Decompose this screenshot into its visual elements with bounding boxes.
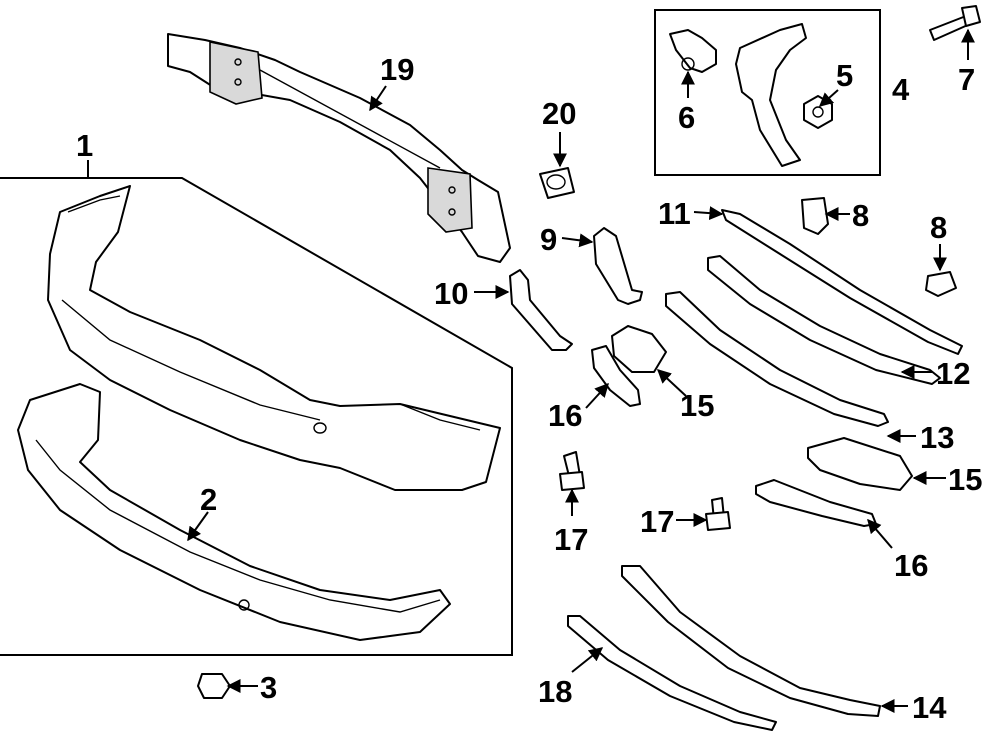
part-15-absorber-a <box>611 325 667 373</box>
part-16-bracket-a <box>591 345 641 407</box>
callout-18: 18 <box>538 674 572 709</box>
callout-12: 12 <box>936 356 970 391</box>
part-2-lower-valance <box>17 383 451 641</box>
part-7-bolt <box>929 5 981 41</box>
callout-16-a: 16 <box>548 398 582 433</box>
callout-19: 19 <box>380 52 414 87</box>
callout-1: 1 <box>76 128 93 163</box>
callout-7: 7 <box>958 62 975 97</box>
part-10-bracket <box>509 269 573 351</box>
callout-16-b: 16 <box>894 548 928 583</box>
callout-15-a: 15 <box>680 388 714 423</box>
part-16-bracket-b <box>755 479 877 527</box>
callout-17-b: 17 <box>640 504 674 539</box>
callout-11: 11 <box>658 196 691 231</box>
part-13-molding <box>665 291 889 427</box>
callout-14: 14 <box>912 690 947 725</box>
part-17-bolt-b <box>705 497 731 531</box>
part-11-upper-molding <box>721 209 963 355</box>
callout-10: 10 <box>434 276 468 311</box>
callout-17-a: 17 <box>554 522 588 557</box>
part-4-group-box <box>654 9 881 176</box>
part-15-absorber-b <box>807 437 913 491</box>
bumper-cover-group-box <box>0 177 513 656</box>
part-17-bolt-a <box>559 451 585 491</box>
callout-2: 2 <box>200 482 217 517</box>
leader-lines <box>87 28 975 713</box>
part-4-bracket <box>735 23 807 167</box>
part-9-bracket <box>593 227 643 305</box>
part-8-clip-b <box>925 271 957 297</box>
part-19-reinforcement-beam <box>167 33 511 263</box>
part-14-lower-molding <box>621 565 881 717</box>
callout-3: 3 <box>260 670 277 705</box>
callout-20: 20 <box>542 96 576 131</box>
callout-labels: 1 2 3 4 5 6 7 8 8 9 10 11 12 13 14 15 15… <box>76 52 982 725</box>
part-6-push-pin <box>669 29 717 73</box>
part-3-tow-hook-cover <box>197 673 231 699</box>
callout-8-b: 8 <box>930 210 947 245</box>
callout-5: 5 <box>836 58 853 93</box>
part-8-clip-a <box>801 197 829 235</box>
callout-4: 4 <box>892 72 910 107</box>
callout-15-b: 15 <box>948 462 982 497</box>
callout-6: 6 <box>678 100 695 135</box>
part-5-nut <box>803 95 833 129</box>
callout-13: 13 <box>920 420 954 455</box>
callout-9: 9 <box>540 222 557 257</box>
part-1-bumper-cover <box>47 185 501 491</box>
part-20-grommet <box>539 167 575 199</box>
callout-8-a: 8 <box>852 198 869 233</box>
